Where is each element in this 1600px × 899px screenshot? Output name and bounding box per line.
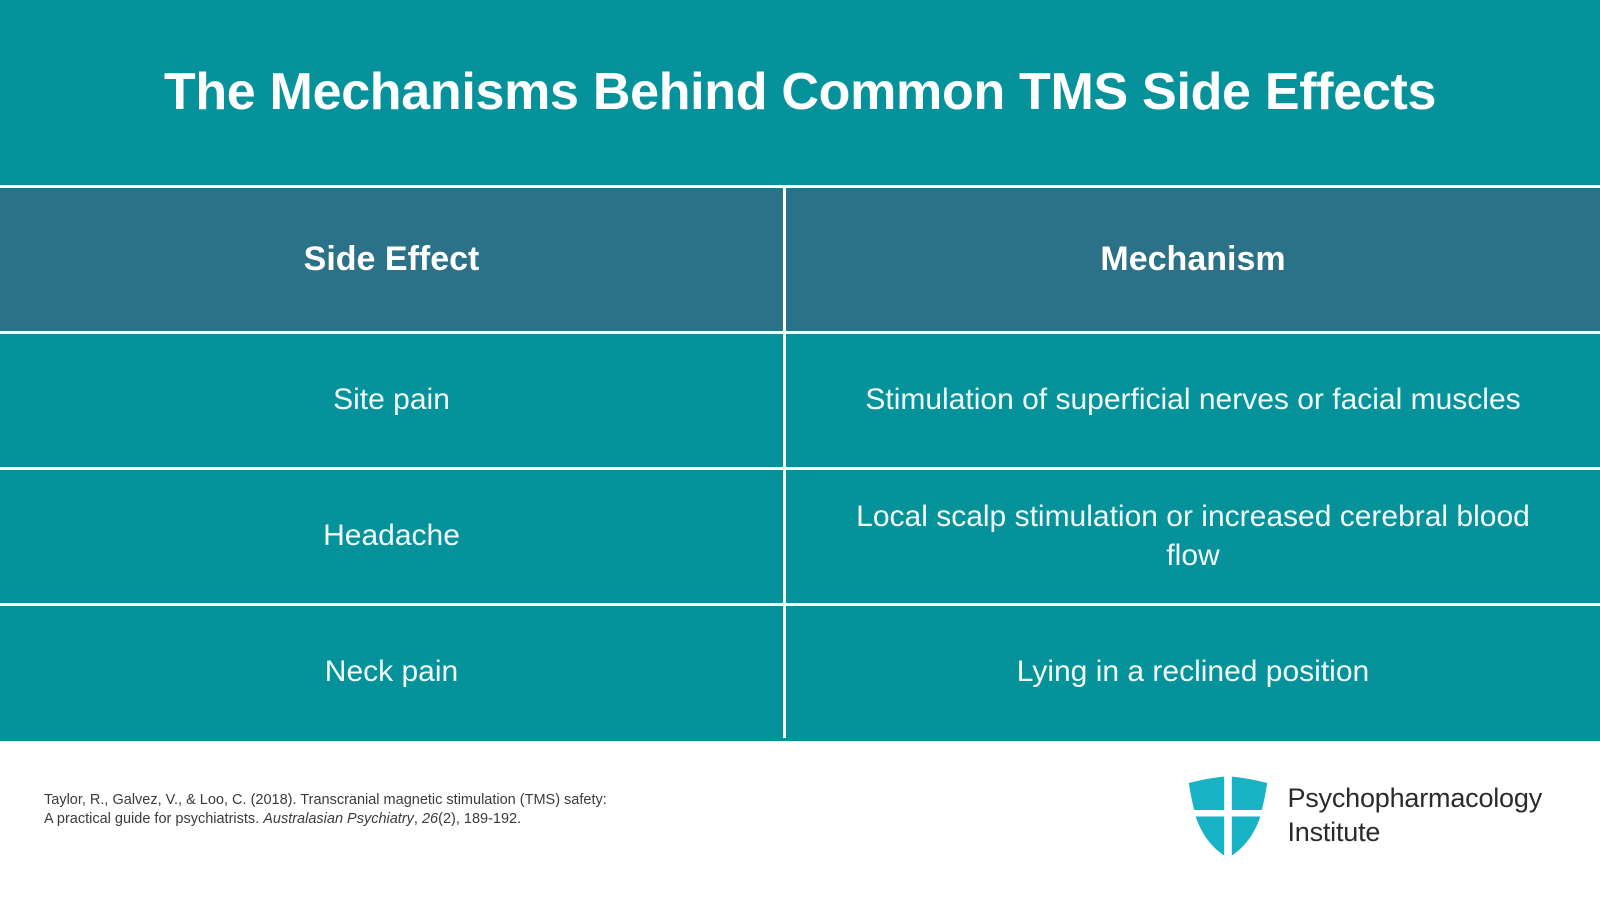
table-cell-mechanism: Local scalp stimulation or increased cer… xyxy=(783,470,1600,603)
cell-text: Site pain xyxy=(333,383,450,417)
cell-text: Lying in a reclined position xyxy=(1016,654,1370,688)
column-header-label: Side Effect xyxy=(303,239,480,278)
brand-name-line-2: Institute xyxy=(1287,817,1381,847)
citation-line-2-suffix: (2), 189-192. xyxy=(438,811,522,828)
citation-line-2-prefix: A practical guide for psychiatrists. xyxy=(44,811,264,828)
citation-reference: Taylor, R., Galvez, V., & Loo, C. (2018)… xyxy=(44,791,607,829)
table-header-cell-mechanism: Mechanism xyxy=(783,188,1600,331)
slide-footer: Taylor, R., Galvez, V., & Loo, C. (2018)… xyxy=(0,741,1600,899)
cell-text: Stimulation of superficial nerves or fac… xyxy=(865,383,1521,417)
table-cell-side-effect: Neck pain xyxy=(0,606,783,738)
citation-separator: , xyxy=(413,811,422,828)
table-header-cell-side-effect: Side Effect xyxy=(0,188,783,331)
table-cell-mechanism: Stimulation of superficial nerves or fac… xyxy=(783,334,1600,467)
title-banner: The Mechanisms Behind Common TMS Side Ef… xyxy=(0,0,1600,185)
citation-journal-title: Australasian Psychiatry xyxy=(263,811,414,828)
cell-text: Local scalp stimulation or increased cer… xyxy=(856,500,1530,572)
table-cell-mechanism: Lying in a reclined position xyxy=(783,606,1600,738)
page-title: The Mechanisms Behind Common TMS Side Ef… xyxy=(163,62,1437,121)
cell-text: Headache xyxy=(323,519,460,553)
citation-line-2: A practical guide for psychiatrists. Aus… xyxy=(44,810,607,829)
table-row: Headache Local scalp stimulation or incr… xyxy=(0,467,1600,603)
citation-line-1: Taylor, R., Galvez, V., & Loo, C. (2018)… xyxy=(44,792,607,808)
brand-logo: Psychopharmacology Institute xyxy=(1187,769,1542,861)
citation-volume: 26 xyxy=(421,811,439,828)
brand-name: Psychopharmacology Institute xyxy=(1287,781,1542,849)
side-effects-table: Side Effect Mechanism Site pain Stimulat… xyxy=(0,185,1600,741)
shield-quadrant-icon xyxy=(1189,776,1268,856)
table-cell-side-effect: Site pain xyxy=(0,334,783,467)
cell-text: Neck pain xyxy=(324,654,459,688)
brand-name-line-1: Psychopharmacology xyxy=(1287,782,1542,813)
table-header-row: Side Effect Mechanism xyxy=(0,188,1600,331)
table-body: Side Effect Mechanism Site pain Stimulat… xyxy=(0,188,1600,741)
column-header-label: Mechanism xyxy=(1100,239,1286,278)
table-row: Site pain Stimulation of superficial ner… xyxy=(0,331,1600,467)
table-cell-side-effect: Headache xyxy=(0,470,783,603)
table-row: Neck pain Lying in a reclined position xyxy=(0,603,1600,738)
